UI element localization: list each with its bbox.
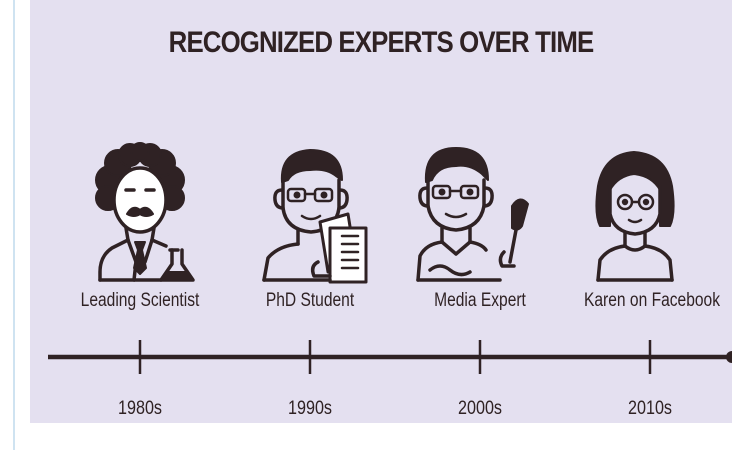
illustration-canvas: .ink { fill: none; stroke: #2f2224; stro… — [48, 142, 732, 374]
karen-icon — [595, 151, 675, 282]
figure-label-karen-on-facebook: Karen on Facebook — [584, 290, 720, 311]
timeline — [48, 340, 732, 374]
figure-label-media-expert: Media Expert — [434, 290, 526, 311]
figure-label-leading-scientist: Leading Scientist — [80, 290, 200, 311]
decade-label-1980s: 1980s — [117, 398, 163, 419]
timeline-arrow-dot — [726, 351, 732, 363]
infographic-panel: RECOGNIZED EXPERTS OVER TIME .ink { fill… — [30, 0, 732, 423]
scientist-icon — [95, 142, 195, 282]
infographic-title: RECOGNIZED EXPERTS OVER TIME — [168, 26, 594, 59]
figure-label-phd-student: PhD Student — [265, 290, 355, 311]
decade-label-2000s: 2000s — [457, 398, 503, 419]
phd-student-icon — [262, 149, 368, 284]
decade-label-2010s: 2010s — [627, 398, 673, 419]
decade-label-1990s: 1990s — [287, 398, 333, 419]
media-expert-icon — [416, 147, 529, 282]
left-divider — [13, 0, 15, 450]
